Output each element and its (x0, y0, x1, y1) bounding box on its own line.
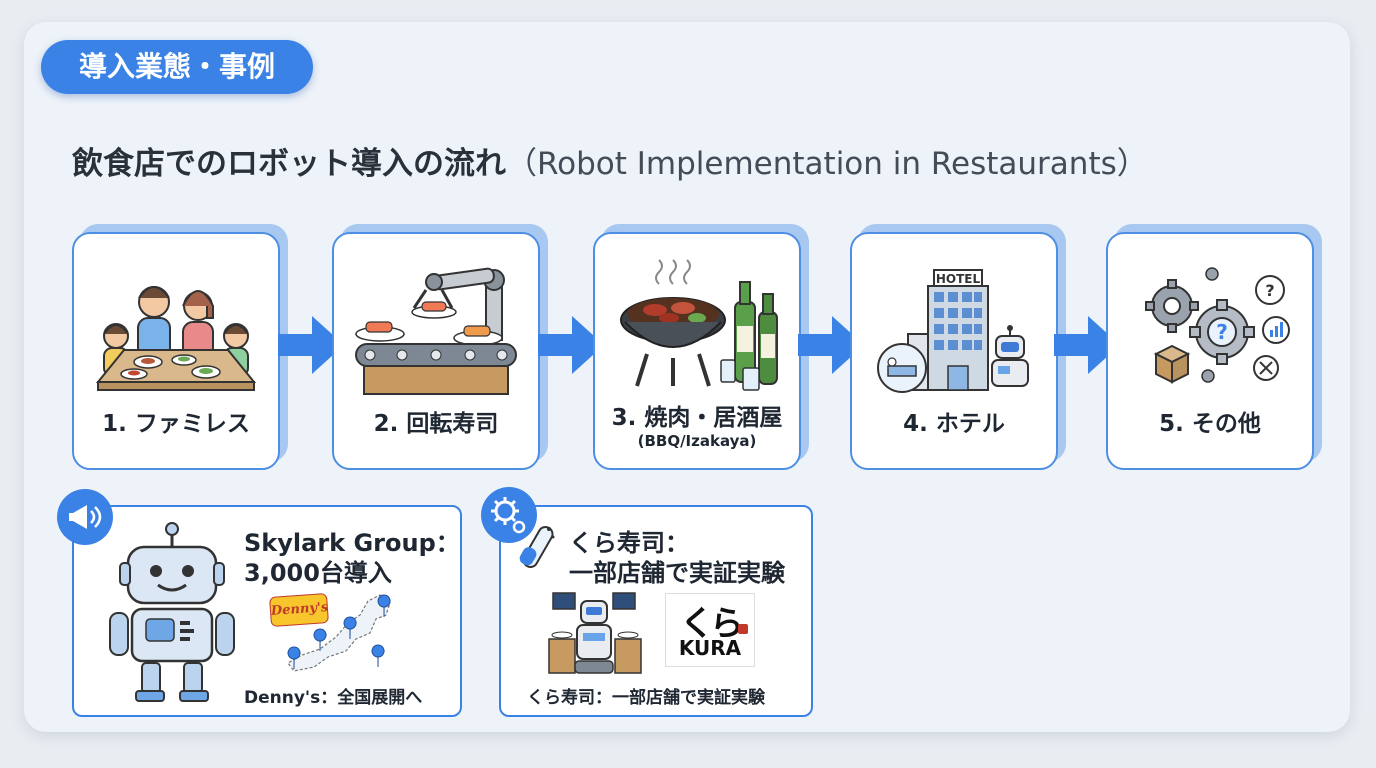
test-tube-icon (519, 526, 555, 568)
arrow-right-icon (1054, 316, 1120, 374)
case2-caption: くら寿司：一部店舗で実証実験 (527, 688, 765, 708)
bbq-grill-icon (620, 259, 778, 391)
case-box-skylark: Skylark Group： 3,000台導入 Denny's Denny's：… (72, 505, 462, 717)
megaphone-badge (57, 489, 113, 545)
step-card-3: 3. 焼肉・居酒屋 (BBQ/Izakaya) (593, 232, 801, 470)
section-badge: 導入業態・事例 (41, 40, 313, 94)
page-title: 飲食店でのロボット導入の流れ（Robot Implementation in R… (72, 138, 1148, 183)
megaphone-icon (69, 505, 102, 529)
case-box-kura: くら寿司： 一部店舗で実証実験 くら KURA くら寿司：一部店舗で実証実験 (499, 505, 813, 717)
robot-mascot-icon (109, 522, 235, 702)
gears-question-icon: ? ? (1145, 267, 1290, 384)
case1-caption: Denny's：全国展開へ (244, 688, 423, 708)
kura-logo-seal (738, 624, 748, 634)
step-label: 2. 回転寿司 (373, 411, 499, 437)
step-label: 1. ファミレス (102, 411, 250, 437)
arrow-right-icon (278, 316, 344, 374)
sushi-conveyor-icon (355, 267, 517, 395)
case1-title-line2: 3,000台導入 (244, 559, 392, 587)
case2-title-line1: くら寿司： (569, 529, 689, 557)
japan-map-icon (287, 594, 391, 672)
kura-logo: くら KURA (665, 593, 755, 667)
gear-icon (491, 497, 526, 534)
step-label: 4. ホテル (903, 411, 1005, 437)
hotel-robot-icon: HOTEL (877, 269, 1029, 393)
step-card-5: ? ? 5. その他 (1106, 232, 1314, 470)
step-card-4: HOTEL 4. ホテル (850, 232, 1058, 470)
kura-logo-en: KURA (678, 636, 742, 660)
arrow-right-icon (538, 316, 604, 374)
family-restaurant-icon (95, 286, 257, 391)
step-sublabel: (BBQ/Izakaya) (637, 432, 757, 450)
case1-title-line1: Skylark Group： (244, 529, 460, 557)
svg-text:?: ? (1265, 281, 1274, 300)
arrow-right-icon (798, 316, 864, 374)
step-label: 3. 焼肉・居酒屋 (611, 405, 783, 431)
title-jp: 飲食店でのロボット導入の流れ (72, 146, 506, 182)
kura-logo-jp: くら (680, 604, 744, 644)
gear-badge (481, 487, 537, 543)
case2-title-line2: 一部店舗で実証実験 (569, 559, 785, 587)
sushi-restaurant-robot-icon (548, 592, 642, 674)
step-card-1: 1. ファミレス (72, 232, 280, 470)
step-label: 5. その他 (1159, 411, 1261, 437)
title-en: （Robot Implementation in Restaurants） (506, 146, 1148, 182)
step-card-2: 2. 回転寿司 (332, 232, 540, 470)
svg-text:HOTEL: HOTEL (936, 272, 981, 286)
svg-text:?: ? (1216, 320, 1228, 344)
